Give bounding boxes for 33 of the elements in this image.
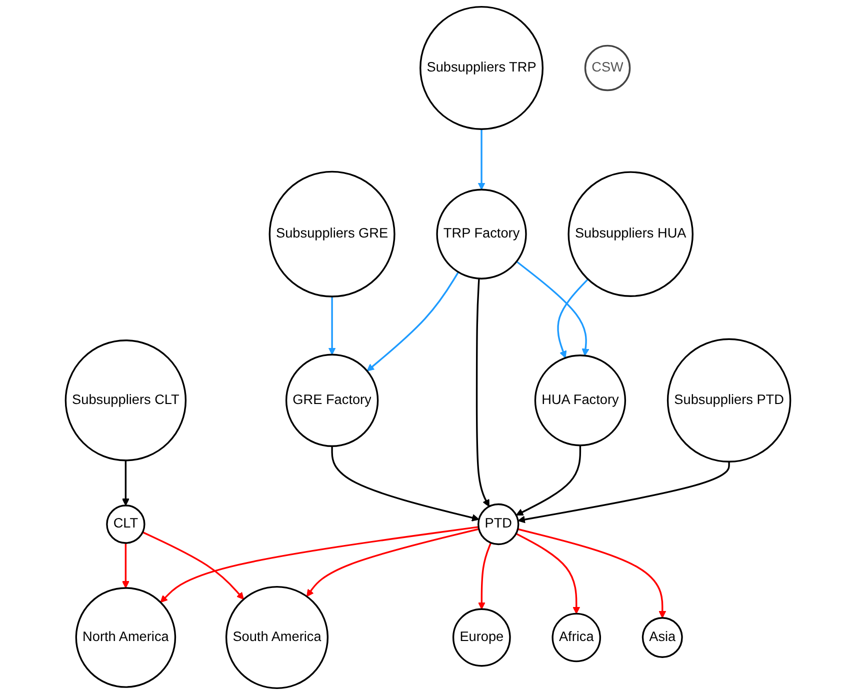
arrow	[478, 542, 492, 610]
node-circle: South America	[225, 586, 329, 690]
node-circle: Africa	[552, 612, 602, 662]
node-circle: GRE Factory	[285, 354, 379, 447]
arrow	[328, 296, 336, 355]
arrow	[557, 278, 589, 358]
node-circle: Subsuppliers CLT	[64, 340, 187, 462]
arrow	[516, 445, 582, 516]
node-circle: Subsuppliers TRP	[420, 6, 544, 130]
arrow	[142, 531, 244, 600]
node-circle: CSW	[584, 44, 631, 92]
node-circle: Europe	[452, 608, 511, 667]
arrow	[306, 528, 480, 597]
arrow	[122, 543, 130, 588]
node-circle: Subsuppliers PTD	[666, 338, 792, 463]
arrow	[518, 528, 666, 618]
arrow	[516, 260, 590, 356]
arrow	[476, 278, 490, 507]
node-circle: HUA Factory	[534, 354, 626, 446]
node-circle: Subsuppliers HUA	[568, 171, 694, 297]
node-circle: Subsuppliers GRE	[268, 170, 396, 298]
node-circle: CLT	[106, 504, 146, 544]
arrow	[122, 460, 130, 506]
arrow	[478, 129, 486, 190]
arrow	[160, 526, 479, 603]
arrow	[366, 272, 460, 372]
node-circle: North America	[75, 587, 176, 688]
node-circle: PTD	[478, 503, 520, 546]
node-circle: TRP Factory	[436, 188, 527, 280]
arrow	[516, 532, 580, 614]
node-circle: Asia	[642, 617, 683, 658]
arrow	[518, 462, 730, 524]
arrow	[331, 446, 480, 522]
